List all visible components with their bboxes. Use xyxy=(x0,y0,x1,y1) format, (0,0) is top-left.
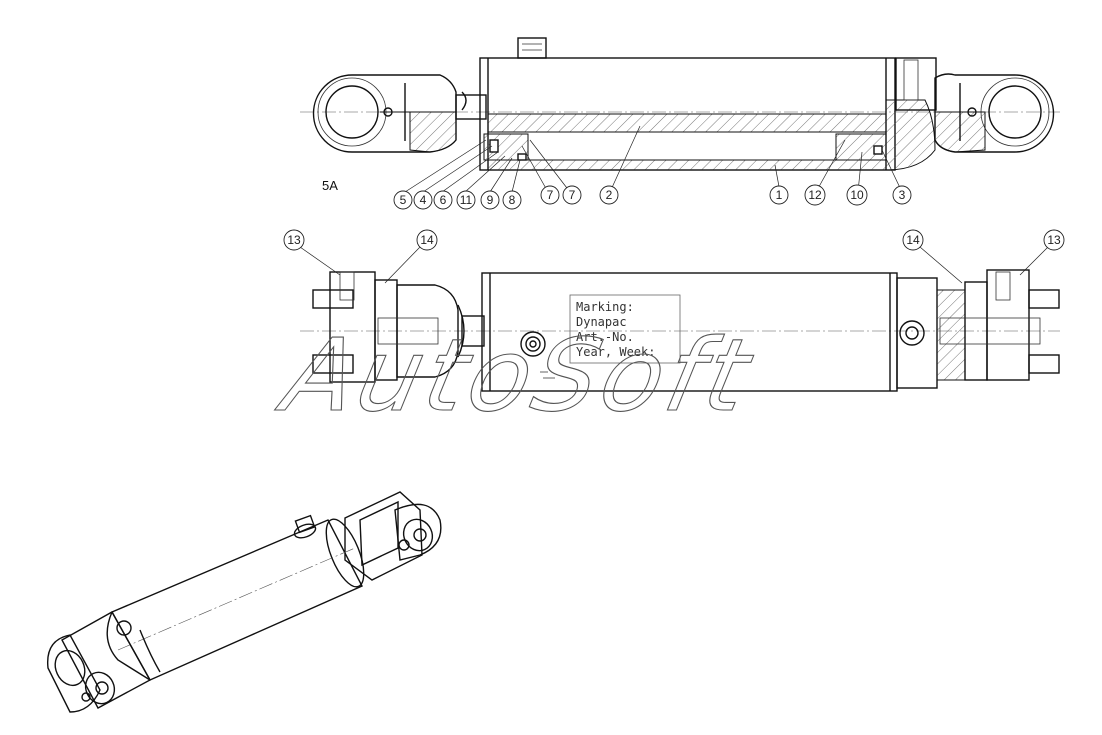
cylinder-barrel xyxy=(479,37,896,171)
marking-line-1: Marking: xyxy=(576,300,634,314)
svg-text:2: 2 xyxy=(606,188,613,202)
svg-text:7: 7 xyxy=(569,188,576,202)
balloon-8: 8 xyxy=(502,190,522,210)
balloon-13-right: 13 xyxy=(1043,229,1065,251)
balloon-14-right: 14 xyxy=(902,229,924,251)
svg-text:6: 6 xyxy=(440,193,447,207)
marking-line-2: Dynapac xyxy=(576,315,627,329)
balloon-7b: 7 xyxy=(562,185,582,205)
balloon-9: 9 xyxy=(480,190,500,210)
balloon-12: 12 xyxy=(804,184,826,206)
svg-text:5: 5 xyxy=(400,193,407,207)
svg-text:8: 8 xyxy=(509,193,516,207)
balloon-2: 2 xyxy=(599,185,619,205)
balloon-14-left: 14 xyxy=(416,229,438,251)
balloon-5: 5 xyxy=(393,190,413,210)
iso-clevis-top xyxy=(344,491,442,581)
side-leaders xyxy=(299,246,1049,284)
iso-clevis-bottom xyxy=(46,611,151,713)
watermark: AutoSoft xyxy=(269,317,763,434)
svg-text:1: 1 xyxy=(776,188,783,202)
section-leaders xyxy=(404,125,903,193)
right-rod-eye xyxy=(885,57,1055,171)
balloon-4: 4 xyxy=(413,190,433,210)
svg-text:4: 4 xyxy=(420,193,427,207)
side-balloons: 13 14 14 13 xyxy=(283,229,1065,251)
section-view: 5A 5 4 6 11 9 8 7 7 2 xyxy=(300,37,1060,210)
svg-text:14: 14 xyxy=(906,233,920,247)
right-clevis xyxy=(939,269,1060,381)
left-rod-eye xyxy=(312,74,457,153)
svg-text:13: 13 xyxy=(1047,233,1061,247)
marking-plate: Marking: Dynapac Art.-No. Year, Week: xyxy=(569,294,681,364)
iso-barrel xyxy=(106,514,365,681)
marking-line-3: Art.-No. xyxy=(576,330,634,344)
svg-text:7: 7 xyxy=(547,188,554,202)
svg-text:3: 3 xyxy=(899,188,906,202)
balloon-10: 10 xyxy=(846,184,868,206)
balloon-1: 1 xyxy=(769,185,789,205)
isometric-view xyxy=(46,491,442,713)
left-clevis xyxy=(312,271,459,383)
svg-text:9: 9 xyxy=(487,193,494,207)
balloon-3: 3 xyxy=(892,185,912,205)
svg-text:13: 13 xyxy=(287,233,301,247)
section-label: 5A xyxy=(322,178,338,193)
section-balloons: 5 4 6 11 9 8 7 7 2 1 12 10 3 xyxy=(393,184,912,210)
right-end-cap xyxy=(896,277,966,389)
side-view: Marking: Dynapac Art.-No. Year, Week: xyxy=(283,229,1065,392)
svg-text:12: 12 xyxy=(808,188,822,202)
svg-text:14: 14 xyxy=(420,233,434,247)
svg-text:10: 10 xyxy=(850,188,864,202)
balloon-13-left: 13 xyxy=(283,229,305,251)
balloon-6: 6 xyxy=(433,190,453,210)
balloon-7a: 7 xyxy=(540,185,560,205)
balloon-11: 11 xyxy=(456,190,476,210)
svg-text:11: 11 xyxy=(460,193,473,207)
marking-line-4: Year, Week: xyxy=(576,345,655,359)
